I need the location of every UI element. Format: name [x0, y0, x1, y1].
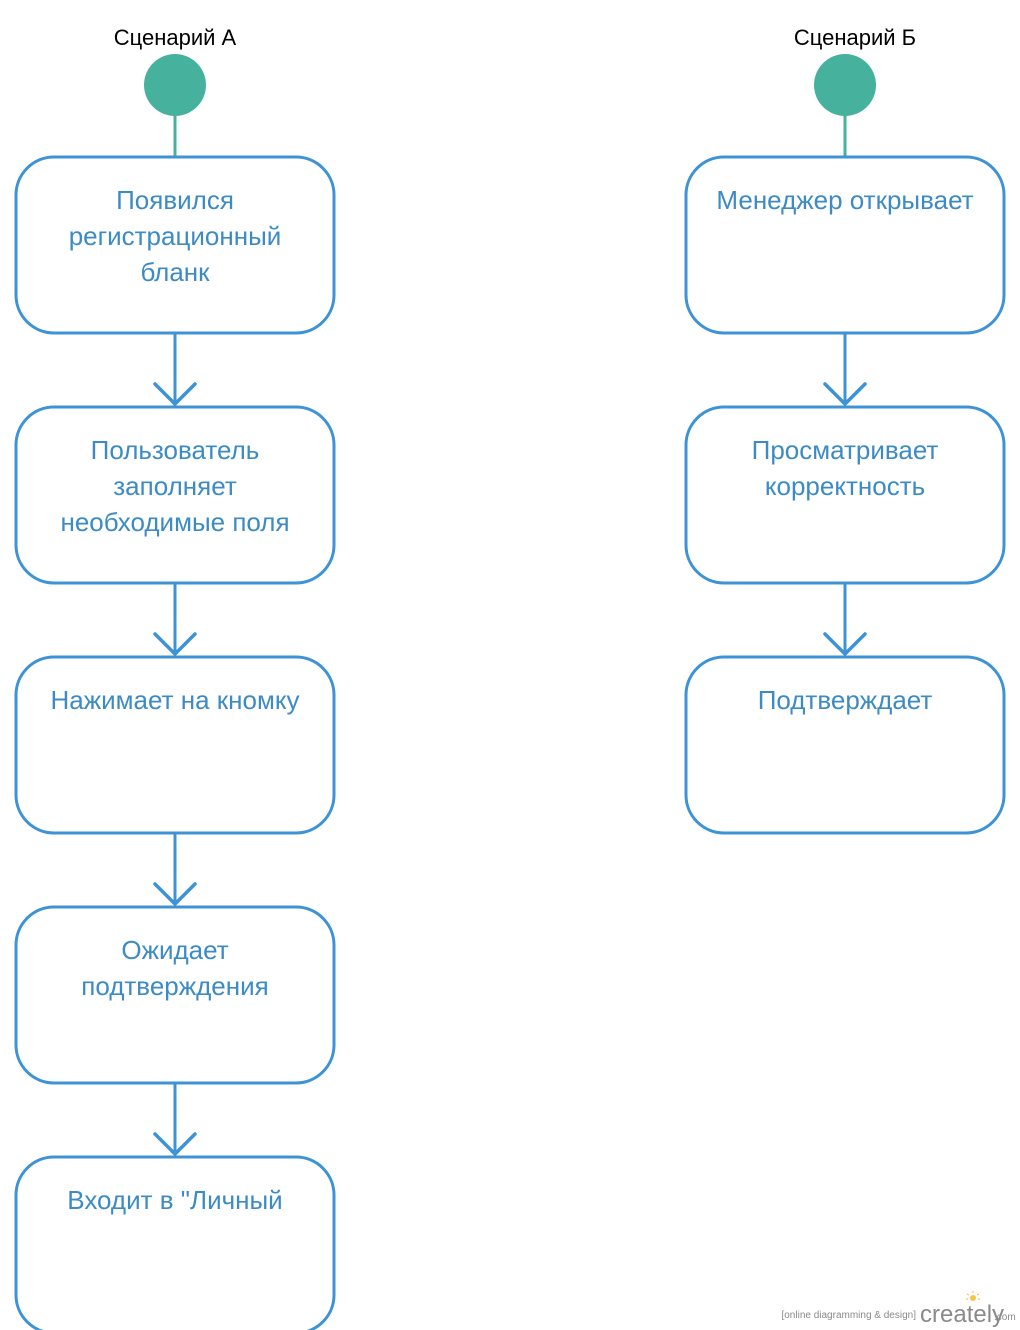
scenario-a-step-5-line-1: Входит в "Личный	[67, 1185, 282, 1215]
scenario-b-lane: Сценарий Б Менеджер открываетПросматрива…	[684, 25, 1006, 835]
scenario-b-step-1-line-1: Менеджер открывает	[716, 185, 973, 215]
scenario-a-step-box-5	[14, 1155, 336, 1330]
scenario-a-step-4-line-2: подтверждения	[81, 971, 268, 1001]
scenario-b-step-box-1	[684, 155, 1006, 335]
watermark-tagline: [online diagramming & design]	[781, 1310, 916, 1321]
scenario-a-title: Сценарий А	[114, 25, 237, 50]
watermark-logo: creately	[920, 1301, 1004, 1328]
scenario-a-step-4-line-1: Ожидает	[121, 935, 228, 965]
scenario-a-start-node	[144, 54, 206, 116]
scenario-a-arrowhead-1	[153, 382, 197, 406]
scenario-b-arrowhead-1	[823, 382, 867, 406]
scenario-b-step-2-line-1: Просматривает	[752, 435, 939, 465]
scenario-b-title: Сценарий Б	[794, 25, 916, 50]
scenario-a-step-1-line-1: Появился	[116, 185, 234, 215]
scenario-a-arrowhead-3	[153, 882, 197, 906]
sun-icon	[966, 1291, 980, 1301]
scenario-a-step-2-line-1: Пользователь	[91, 435, 260, 465]
scenario-b-step-2-line-2: корректность	[765, 471, 925, 501]
scenario-a-step-1-line-2: регистрационный	[69, 221, 282, 251]
scenario-a-step-2-line-2: заполняет	[113, 471, 237, 501]
scenario-b-step-3-line-1: Подтверждает	[758, 685, 933, 715]
scenario-a-arrowhead-2	[153, 632, 197, 656]
scenario-a-step-box-3	[14, 655, 336, 835]
scenario-a-step-2-line-3: необходимые поля	[60, 507, 289, 537]
scenario-a-lane: Сценарий А Появился регистрационный бланкП…	[14, 25, 336, 1330]
scenario-b-arrowhead-2	[823, 632, 867, 656]
scenario-a-arrowhead-4	[153, 1132, 197, 1156]
watermark-suffix: .com	[994, 1312, 1016, 1323]
scenario-b-step-box-3	[684, 655, 1006, 835]
scenario-a-step-1-line-3: бланк	[140, 257, 210, 287]
scenario-b-start-node	[814, 54, 876, 116]
scenario-a-step-3-line-1: Нажимает на кномку	[51, 685, 300, 715]
creately-watermark: [online diagramming & design] creately .…	[781, 1291, 1016, 1328]
